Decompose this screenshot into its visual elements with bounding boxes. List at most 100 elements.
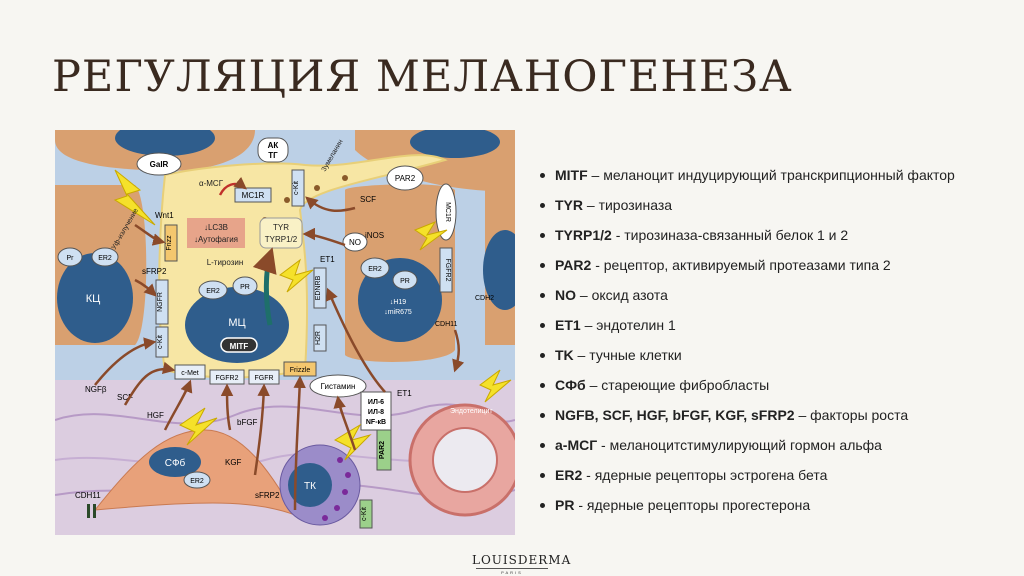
alpha-msh-label: α-МСГ [199, 179, 224, 188]
autophagy-label: ↓Аутофагия [194, 235, 238, 244]
legend-description: тирозиназа [599, 197, 672, 213]
ngfr-label: NGFR [157, 292, 164, 312]
cdh11-right-label: CDH11 [435, 321, 458, 328]
histamine-label: Гистамин [321, 382, 356, 391]
bullet-icon [540, 473, 545, 478]
scf-label: SCF [360, 195, 376, 204]
sfrp2-top-label: sFRP2 [142, 267, 167, 276]
legend-separator: – [586, 377, 602, 393]
et1-mid-label: ET1 [320, 255, 335, 264]
nfkb-label: NF-кВ [366, 419, 386, 426]
ngfb-label: NGFβ [85, 385, 107, 394]
legend-item: NGFB, SCF, HGF, bFGF, KGF, sFRP2 – факто… [540, 408, 955, 423]
legend-item: СФб – стареющие фибробласты [540, 378, 955, 393]
legend-description: стареющие фибробласты [601, 377, 769, 393]
mitf-label: MITF [230, 342, 249, 351]
cdh2-label: CDH2 [475, 295, 494, 302]
legend-separator: – [795, 407, 811, 423]
mir675-label: ↓miR675 [384, 309, 412, 316]
mast-cell-granule [322, 515, 328, 521]
legend-description: факторы роста [810, 407, 908, 423]
fgfr2-right-label: FGFR2 [444, 259, 451, 282]
bullet-icon [540, 233, 545, 238]
il8-label: ИЛ-8 [368, 409, 384, 416]
legend-separator: – [576, 287, 592, 303]
pr-left-label: Pr [67, 255, 75, 262]
legend-term: PAR2 [555, 257, 591, 273]
pr-right-label: PR [400, 278, 410, 285]
pr-mc-label: PR [240, 284, 250, 291]
legend-item: MITF – меланоцит индуцирующий транскрипц… [540, 168, 955, 183]
frizzle-low-label: Frizzle [290, 367, 311, 374]
par2-top-label: PAR2 [395, 174, 416, 183]
bullet-icon [540, 413, 545, 418]
ckit-tk-label: c-Kit [361, 507, 368, 521]
bullet-icon [540, 173, 545, 178]
cdh11-left-marker [87, 504, 90, 518]
legend-term: TYRP1/2 [555, 227, 612, 243]
ckit-left-label: c-Kit [157, 335, 164, 349]
no-label: NO [349, 238, 361, 247]
mc1r-right-label: MC1R [444, 202, 451, 222]
legend-separator: - [582, 467, 594, 483]
et1-low-label: ET1 [397, 389, 412, 398]
legend-description: рецептор, активируемый протеазами типа 2 [604, 257, 891, 273]
legend-description: эндотелин 1 [596, 317, 676, 333]
bullet-icon [540, 203, 545, 208]
legend-separator: – [583, 197, 599, 213]
bullet-icon [540, 323, 545, 328]
par2-low-label: PAR2 [379, 441, 386, 459]
legend-item: ET1 – эндотелин 1 [540, 318, 955, 333]
legend-term: a-МСГ [555, 437, 597, 453]
mast-cell-granule [345, 472, 351, 478]
h19-label: ↓H19 [390, 299, 406, 306]
bullet-icon [540, 443, 545, 448]
sfrp2-low-label: sFRP2 [255, 491, 280, 500]
cdh11-left-label: CDH11 [75, 491, 101, 500]
l-tyrosine-label: L-тирозин [207, 258, 244, 267]
fgfr-low-label: FGFR [254, 375, 273, 382]
legend-separator: - [597, 437, 609, 453]
legend-item: TK – тучные клетки [540, 348, 955, 363]
er2-sfb-label: ER2 [190, 478, 204, 485]
melanin-granule [342, 175, 348, 181]
bullet-icon [540, 503, 545, 508]
er2-mc-label: ER2 [206, 288, 220, 295]
brand-subtitle: PARIS [472, 570, 552, 575]
ak-label: АК [268, 141, 279, 150]
hgf-label: HGF [147, 411, 164, 420]
mc-label: МЦ [228, 317, 245, 329]
bfgf-label: bFGF [237, 418, 258, 427]
legend-separator: – [581, 317, 597, 333]
brand-divider [476, 568, 548, 569]
frizz-label: Frizz [166, 235, 173, 251]
legend-term: NO [555, 287, 576, 303]
il6-label: ИЛ-6 [368, 399, 384, 406]
kgf-label: KGF [225, 458, 242, 467]
mc1r-label: MC1R [242, 191, 265, 200]
legend-term: ER2 [555, 467, 582, 483]
legend-separator: – [574, 347, 590, 363]
legend-item: PR - ядерные рецепторы прогестерона [540, 498, 955, 513]
legend-item: TYRP1/2 - тирозиназа-связанный белок 1 и… [540, 228, 955, 243]
sfb-label: СФб [165, 457, 186, 469]
legend-term: TYR [555, 197, 583, 213]
cdh11-left-marker [93, 504, 96, 518]
legend-separator: - [591, 257, 603, 273]
tg-label: ТГ [268, 151, 278, 160]
brand-logo: LOUISDERMA PARIS [472, 553, 552, 575]
legend-description: ядерные рецепторы прогестерона [587, 497, 810, 513]
legend-term: PR [555, 497, 574, 513]
legend-item: NO – оксид азота [540, 288, 955, 303]
legend-item: TYR – тирозиназа [540, 198, 955, 213]
melanin-granule [314, 185, 320, 191]
vessel-lumen [433, 428, 497, 492]
legend-term: TK [555, 347, 574, 363]
legend-item: ER2 - ядерные рецепторы эстрогена бета [540, 468, 955, 483]
legend-term: СФб [555, 377, 586, 393]
legend-description: меланоцит индуцирующий транскрипционный … [603, 167, 955, 183]
endothelium-label: Эндотелицит [450, 408, 493, 415]
er2-left-label: ER2 [98, 255, 112, 262]
legend-separator: – [588, 167, 604, 183]
legend-separator: - [612, 227, 624, 243]
